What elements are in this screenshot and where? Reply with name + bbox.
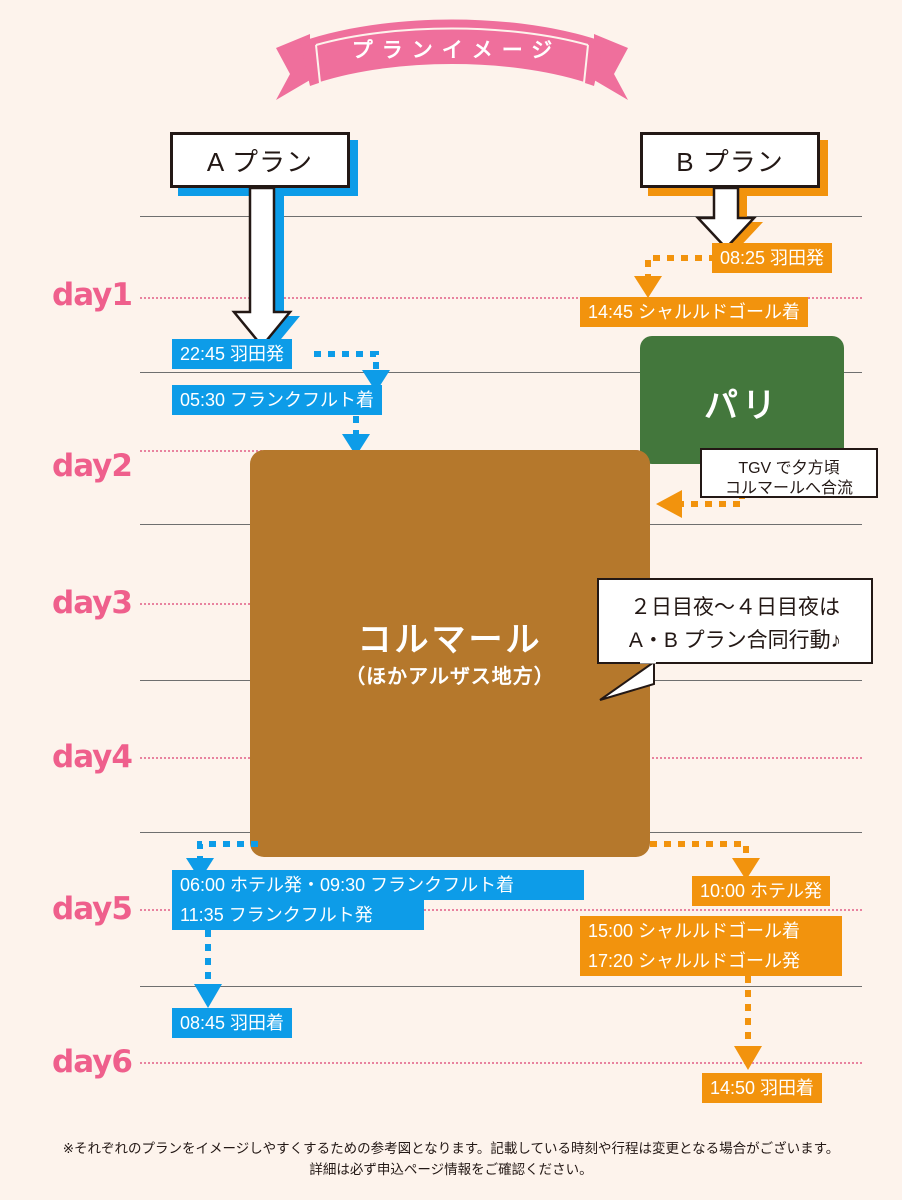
callout-joint-line2: A・B プラン合同行動♪ bbox=[628, 629, 842, 652]
place-paris: パリ bbox=[640, 336, 844, 464]
plan-b-connector-2 bbox=[650, 841, 760, 880]
rule-line-6 bbox=[140, 986, 862, 987]
place-colmar-label: コルマール bbox=[357, 621, 543, 659]
callout-joint-action: ２日目夜～４日目夜は A・B プラン合同行動♪ bbox=[597, 578, 873, 664]
footer-note-line2: 詳細は必ず申込ページ情報をご確認ください。 bbox=[309, 1162, 593, 1177]
plan-a-connector-1 bbox=[314, 351, 390, 392]
banner-ribbon: プランイメージ bbox=[276, 14, 628, 100]
plan-a-event-5[interactable]: 08:45 羽田着 bbox=[172, 1008, 293, 1038]
plan-b-label: B プラン bbox=[676, 146, 784, 177]
day-label-day3: day3 bbox=[52, 585, 133, 621]
plan-a-event-1[interactable]: 22:45 羽田発 bbox=[172, 339, 293, 369]
plan-b-event-2[interactable]: 14:45 シャルルドゴール着 bbox=[580, 297, 809, 327]
callout-joint-line1: ２日目夜～４日目夜は bbox=[630, 596, 840, 619]
plan-b-connector-3 bbox=[734, 976, 762, 1070]
plan-b-event-3[interactable]: 10:00 ホテル発 bbox=[692, 876, 831, 906]
plan-b-event-1[interactable]: 08:25 羽田発 bbox=[712, 243, 833, 273]
day-label-day4: day4 bbox=[52, 739, 133, 775]
plan-b-box[interactable]: B プラン bbox=[640, 132, 820, 188]
plan-b-event-4[interactable]: 15:00 シャルルドゴール着 bbox=[580, 916, 842, 946]
day-divider-day5 bbox=[140, 909, 862, 911]
plan-a-connector-2 bbox=[342, 416, 370, 456]
callout-tgv: TGV で夕方頃 コルマールへ合流 bbox=[700, 448, 878, 498]
plan-b-connector-1 bbox=[634, 255, 716, 298]
plan-a-event-3[interactable]: 06:00 ホテル発・09:30 フランクフルト着 bbox=[172, 870, 584, 900]
plan-a-label: A プラン bbox=[206, 146, 314, 177]
plan-a-connector-4 bbox=[194, 930, 222, 1008]
plan-a-event-4[interactable]: 11:35 フランクフルト発 bbox=[172, 900, 424, 930]
day-divider-day6 bbox=[140, 1062, 862, 1064]
callout-tgv-line1: TGV で夕方頃 bbox=[738, 460, 840, 477]
rule-line-1 bbox=[140, 216, 862, 217]
day-label-day6: day6 bbox=[52, 1044, 133, 1080]
plan-b-event-5[interactable]: 17:20 シャルルドゴール発 bbox=[580, 946, 842, 976]
day-divider-day1 bbox=[140, 297, 862, 299]
plan-b-event-6[interactable]: 14:50 羽田着 bbox=[702, 1073, 823, 1103]
plan-a-connector-3 bbox=[186, 841, 258, 880]
plan-a-arrow bbox=[231, 186, 300, 350]
rule-line-2 bbox=[140, 372, 862, 373]
day-label-day5: day5 bbox=[52, 891, 133, 927]
plan-a-event-2[interactable]: 05:30 フランクフルト着 bbox=[172, 385, 383, 415]
day-label-day2: day2 bbox=[52, 448, 133, 484]
callout-tgv-line2: コルマールへ合流 bbox=[724, 480, 853, 497]
plan-a-box[interactable]: A プラン bbox=[170, 132, 350, 188]
footer-note: ※それぞれのプランをイメージしやすくするための参考図となります。記載している時刻… bbox=[0, 1138, 902, 1180]
footer-note-line1: ※それぞれのプランをイメージしやすくするための参考図となります。記載している時刻… bbox=[62, 1141, 840, 1156]
day-label-day1: day1 bbox=[52, 277, 133, 313]
place-colmar bbox=[250, 450, 650, 857]
plan-b-arrow bbox=[695, 186, 763, 252]
tgv-connector bbox=[656, 464, 745, 518]
callout-joint-tail bbox=[599, 660, 656, 701]
banner-title: プランイメージ bbox=[351, 39, 562, 62]
place-colmar-sublabel: （ほかアルザス地方） bbox=[345, 666, 555, 688]
ribbon-shape bbox=[276, 19, 628, 100]
place-paris-label: パリ bbox=[704, 387, 780, 425]
